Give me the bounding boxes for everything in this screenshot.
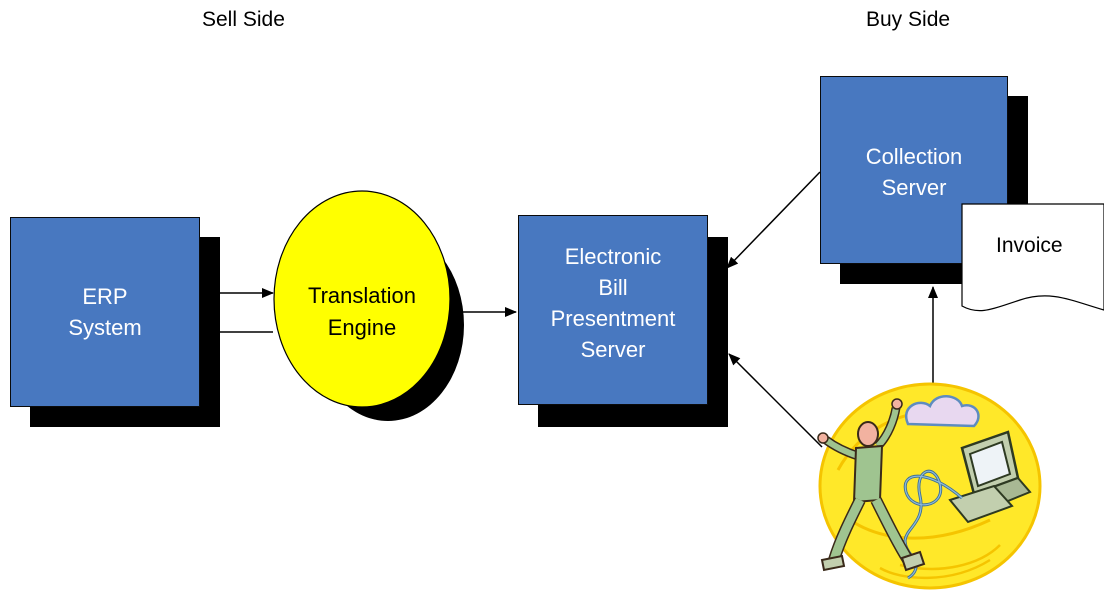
- erp-system-box: ERP System: [10, 217, 200, 407]
- collection-server-label: Collection Server: [865, 144, 963, 200]
- collection-to-ebp-arrow: [726, 171, 821, 269]
- ebp-server-label: Electronic Bill Presentment Server: [550, 244, 676, 362]
- clipart-cloud: [904, 395, 980, 428]
- erp-system-label: ERP System: [68, 284, 142, 340]
- buy-side-header: Buy Side: [866, 8, 951, 31]
- clipart-computer: [948, 430, 1032, 524]
- invoice-document: [961, 203, 1104, 312]
- user-to-ebp-arrow: [728, 353, 823, 448]
- user-at-computer-clipart: [817, 382, 1042, 590]
- invoice-label: Invoice: [996, 234, 1063, 257]
- translation-engine-label: Translation Engine: [307, 283, 416, 340]
- sell-side-header: Sell Side: [202, 8, 285, 31]
- clipart-person: [817, 398, 926, 572]
- translation-engine-ellipse: [273, 190, 451, 408]
- ebp-server-box: Electronic Bill Presentment Server: [518, 215, 708, 405]
